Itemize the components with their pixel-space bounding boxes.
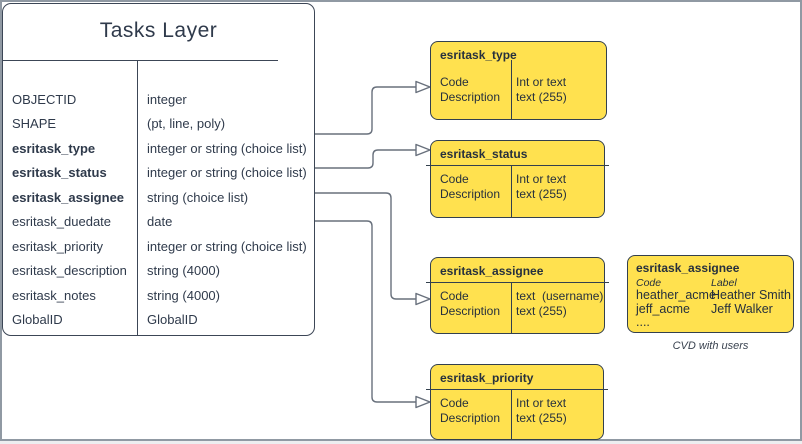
domain-box-esritask-priority: esritask_priority Code Description Int o… [426,364,608,440]
table-row: esritask_description string (4000) [3,259,314,284]
table-title: Tasks Layer [99,19,218,42]
attr-type: Int or text [516,75,567,89]
cvd-example-box: esritask_assignee Code Label heather_acm… [627,255,794,333]
field-name: SHAPE [12,116,57,132]
attr-label: Code [440,396,469,410]
cvd-header-row: Code Label [628,277,793,289]
field-name: esritask_notes [12,287,96,303]
field-type: string (choice list) [147,189,249,205]
attr-label: Description [440,186,501,201]
table-row: esritask_priority integer or string (cho… [3,234,314,259]
cvd-label: Heather Smith [711,288,791,302]
table-row: esritask_type integer or string (choice … [3,136,314,161]
field-type: (pt, line, poly) [147,116,226,132]
field-name: GlobalID [12,312,63,328]
attr-type: Int or text [516,172,567,186]
field-type: integer or string (choice list) [147,140,307,156]
field-name: OBJECTID [12,91,77,107]
cvd-row: heather_acme Heather Smith [628,288,793,303]
attr-type: text (255) [516,186,567,201]
domain-box-title: esritask_status [440,147,528,161]
column-divider [511,60,512,119]
attr-type: text (255) [516,410,567,425]
cvd-col-header: Label [711,277,737,289]
field-type: GlobalID [147,312,198,328]
attr-label: Description [440,410,501,425]
column-divider [511,282,512,333]
cvd-label: Jeff Walker [711,301,773,316]
domain-box-title: esritask_type [440,48,517,62]
column-divider [511,389,512,439]
table-row: esritask_status integer or string (choic… [3,161,314,186]
table-row: OBJECTID integer [3,87,314,112]
attr-label: Description [440,89,501,104]
attr-label: Code [440,75,469,89]
column-divider [511,165,512,217]
table-row: SHAPE (pt, line, poly) [3,112,314,137]
cvd-box-title: esritask_assignee [636,261,740,275]
field-type: string (4000) [147,263,220,279]
attr-type: text (255) [516,303,567,318]
field-name: esritask_status [12,165,107,181]
domain-box-esritask-type: esritask_type Code Description Int or te… [430,41,607,120]
cvd-code: jeff_acme [636,301,690,316]
attr-type: Int or text [516,396,567,410]
field-name: esritask_type [12,140,96,156]
cvd-row: jeff_acme Jeff Walker [628,301,793,317]
domain-box-title: esritask_priority [440,371,534,385]
field-name: esritask_priority [12,238,104,254]
field-name: esritask_assignee [12,189,125,205]
table-row: esritask_assignee string (choice list) [3,185,314,210]
title-divider [426,389,608,390]
table-row: esritask_notes string (4000) [3,283,314,308]
cvd-caption: CVD with users [672,340,749,352]
field-type: integer or string (choice list) [147,165,307,181]
attr-type: text (255) [516,89,567,104]
field-name: esritask_duedate [12,214,112,230]
field-type: string (4000) [147,287,220,303]
domain-box-esritask-assignee: esritask_assignee Code Description text … [426,257,609,334]
table-row: esritask_duedate date [3,210,314,235]
cvd-code: heather_acme [636,288,716,302]
field-type: integer or string (choice list) [147,238,307,254]
tasks-layer-table: Tasks Layer OBJECTID integer SHAPE (pt, … [2,3,315,336]
title-divider [426,165,609,166]
field-name: esritask_description [12,263,127,279]
attr-label: Code [440,172,469,186]
attr-type: text (username) [516,289,604,303]
field-list: OBJECTID integer SHAPE (pt, line, poly) … [3,87,314,332]
domain-box-title: esritask_assignee [440,264,544,278]
attr-label: Description [440,303,501,318]
cvd-col-header: Code [636,277,662,289]
column-divider [137,60,138,335]
attr-label: Code [440,289,469,303]
title-divider [426,282,609,283]
domain-box-esritask-status: esritask_status Code Description Int or … [426,140,609,218]
title-divider [3,60,278,61]
table-row: GlobalID GlobalID [3,308,314,333]
field-type: integer [147,91,187,107]
cvd-ellipsis: .... [636,315,650,329]
field-type: date [147,214,173,230]
